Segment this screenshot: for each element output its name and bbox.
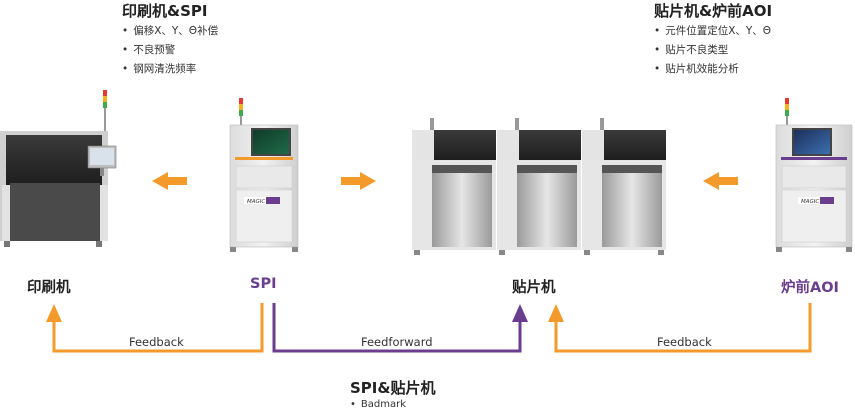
feedback-label-left: Feedback xyxy=(126,335,187,349)
spi-machine: MAGIC xyxy=(229,98,299,252)
aoi-brand-text: MAGIC xyxy=(801,199,819,205)
bullet-item: 不良预警 xyxy=(122,41,218,60)
mounter-aoi-bullets: 元件位置定位X、Y、Θ 贴片不良类型 贴片机效能分析 xyxy=(654,22,771,79)
mounter-machine xyxy=(412,118,666,255)
mounter-aoi-heading: 贴片机&炉前AOI xyxy=(654,2,773,20)
bullet-item: 偏移X、Y、Θ补偿 xyxy=(122,22,218,41)
flow-arrow-left-printer xyxy=(152,172,187,190)
flow-arrow-left-aoi xyxy=(703,172,738,190)
spi-mounter-heading: SPI&贴片机 xyxy=(350,379,436,397)
feedback-arrow-aoi-mounter xyxy=(548,303,812,353)
spi-mounter-bullets: Badmark xyxy=(350,398,406,412)
bullet-item: 元件位置定位X、Y、Θ xyxy=(654,22,771,41)
printer-label: 印刷机 xyxy=(27,280,71,296)
bullet-item: 贴片机效能分析 xyxy=(654,60,771,79)
flow-arrow-right-spi xyxy=(341,172,376,190)
bullet-item: 贴片不良类型 xyxy=(654,41,771,60)
printer-machine xyxy=(0,90,117,247)
bullet-item: 钢网清洗频率 xyxy=(122,60,218,79)
aoi-label: 炉前AOI xyxy=(781,280,839,296)
printer-spi-bullets: 偏移X、Y、Θ补偿 不良预警 钢网清洗频率 xyxy=(122,22,218,79)
printer-spi-heading: 印刷机&SPI xyxy=(122,2,208,20)
feedback-arrow-spi-printer xyxy=(46,303,264,353)
spi-label: SPI xyxy=(250,276,277,292)
spi-brand-text: MAGIC xyxy=(247,199,265,205)
feedback-label-right: Feedback xyxy=(654,335,715,349)
feedforward-label: Feedforward xyxy=(358,335,436,349)
aoi-machine: MAGIC xyxy=(775,98,853,252)
feedforward-arrow-spi-mounter xyxy=(272,303,528,353)
mounter-label: 贴片机 xyxy=(512,280,556,296)
bullet-item: Badmark xyxy=(350,398,406,412)
